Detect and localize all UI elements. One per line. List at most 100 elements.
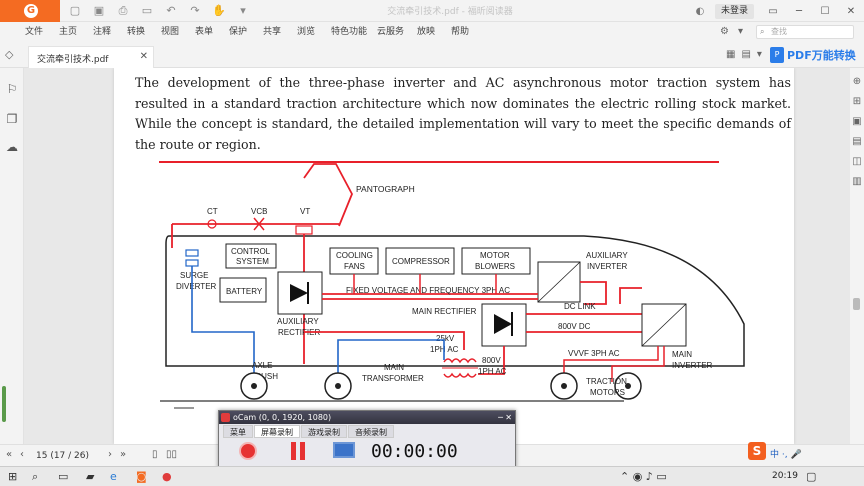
menu-view[interactable]: 视图 [161,27,180,37]
ocam-close-icon[interactable]: ✕ [505,413,512,422]
page-paragraph: The development of the three-phase inver… [135,75,791,152]
ie-browser-icon[interactable]: e [110,470,117,483]
document-viewport[interactable]: The development of the three-phase inver… [24,68,850,444]
window-title: 交流牵引技术.pdf - 福昕阅读器 [387,7,513,17]
sogou-ime-icon[interactable]: S [748,442,766,460]
menu-share[interactable]: 共享 [263,27,282,37]
minimize-icon[interactable]: ─ [795,5,803,17]
label-fixed-voltage: FIXED VOLTAGE AND FREQUENCY 3PH AC [346,286,510,295]
windows-start-icon[interactable]: ⊞ [8,470,18,483]
dc-link-up [619,287,642,304]
motor-blowers-box [461,247,531,275]
ocam-taskbar-icon[interactable]: ● [162,470,172,483]
wheel-2-hub [335,383,341,389]
pages-icon[interactable]: ❐ [6,112,18,126]
label-control-2: SYSTEM [236,257,269,266]
task-view-icon[interactable]: ▭ [58,470,69,483]
tile-view-icon[interactable]: ▤ [741,49,751,60]
label-battery: BATTERY [226,287,263,296]
menu-comment[interactable]: 注释 [93,27,112,37]
find-settings-icon[interactable]: ⚙ [720,26,729,37]
search-input[interactable]: ⌕ 查找 [756,25,854,39]
transformer-secondary [443,372,477,378]
sidebar-handle[interactable] [2,386,6,422]
last-page-icon[interactable]: » [120,449,127,460]
hand-tool-icon[interactable]: ✋ [212,4,226,17]
print-icon[interactable]: ⎙ [118,4,128,17]
single-page-icon[interactable]: ▯ [152,449,158,460]
notification-icon[interactable]: ▢ [806,470,817,483]
label-v800-1: 800V [482,356,501,365]
label-control-1: CONTROL [231,247,271,256]
taskbar-clock[interactable]: 20:19 [772,471,798,481]
vertical-scrollbar[interactable] [850,68,864,444]
tray-icons[interactable]: ⌃ ◉ ♪ ▭ [620,470,667,483]
label-aux-rect-2: RECTIFIER [278,328,320,337]
pause-button[interactable] [289,442,307,460]
menu-help[interactable]: 帮助 [451,27,470,37]
close-icon[interactable]: ✕ [846,5,856,17]
menu-home[interactable]: 主页 [59,27,78,37]
ocam-tab-audio[interactable]: 音频录制 [348,425,394,438]
label-aux-inv-1: AUXILIARY [586,251,628,260]
file-explorer-icon[interactable]: ▰ [86,470,95,483]
screen-size-button[interactable] [333,442,355,458]
tool-1-icon[interactable]: ⊕ [852,76,862,87]
restore-ribbon-icon[interactable]: ▭ [768,5,778,17]
search-taskbar-icon[interactable]: ⌕ [32,470,39,483]
label-aux-inv-2: INVERTER [587,262,628,271]
ime-status[interactable]: 中 ·, 🎤 [770,450,802,460]
edit-icon[interactable]: ◇ [5,48,14,61]
ocam-tab-game[interactable]: 游戏录制 [301,425,347,438]
record-button[interactable] [239,442,257,460]
bookmark-icon[interactable]: ⚐ [6,82,18,96]
scrollbar-thumb[interactable] [853,298,860,310]
customize-icon[interactable]: ▾ [240,4,246,17]
app-logo[interactable]: G [0,0,60,22]
tool-6-icon[interactable]: ▥ [852,176,862,187]
label-motor-2: BLOWERS [475,262,515,271]
tool-2-icon[interactable]: ⊞ [852,96,862,107]
traction-diagram: PANTOGRAPH CT VCB VT [159,161,745,409]
save-icon[interactable]: ▣ [93,4,105,17]
ocam-tab-menu[interactable]: 菜单 [223,425,253,438]
menu-slideshow[interactable]: 放映 [417,27,436,37]
foxit-taskbar-icon[interactable]: ◙ [136,470,147,483]
menu-bar: 文件 主页 注释 转换 视图 表单 保护 共享 浏览 特色功能 云服务 放映 帮… [0,22,864,42]
ocam-window[interactable]: oCam (0, 0, 1920, 1080) ─ ✕ 菜单 屏幕录制 游戏录制… [218,410,516,472]
undo-icon[interactable]: ↶ [166,4,176,17]
login-button[interactable]: 未登录 [714,3,754,19]
menu-features[interactable]: 特色功能 [331,27,368,37]
menu-form[interactable]: 表单 [195,27,214,37]
ocam-tab-screen[interactable]: 屏幕录制 [254,425,300,438]
menu-cloud[interactable]: 云服务 [377,27,405,37]
document-tab[interactable]: 交流牵引技术.pdf ✕ [28,46,154,68]
ocam-minimize-icon[interactable]: ─ [498,413,503,422]
tool-5-icon[interactable]: ◫ [852,156,862,167]
dropdown-icon[interactable]: ▾ [738,26,744,37]
open-icon[interactable]: ▢ [69,4,81,17]
maximize-icon[interactable]: ☐ [820,5,830,17]
menu-convert[interactable]: 转换 [127,27,146,37]
dual-page-icon[interactable]: ▯▯ [166,449,178,460]
ocam-titlebar[interactable]: oCam (0, 0, 1920, 1080) ─ ✕ [219,411,515,424]
tool-3-icon[interactable]: ▣ [852,116,862,127]
menu-browse[interactable]: 浏览 [297,27,316,37]
redo-icon[interactable]: ↷ [190,4,200,17]
new-icon[interactable]: ▭ [141,4,153,17]
comments-icon[interactable]: ☁ [6,140,18,154]
prev-page-icon[interactable]: ‹ [20,449,24,460]
menu-file[interactable]: 文件 [25,27,44,37]
page-number-input[interactable]: 15 (17 / 26) [36,451,89,461]
tool-4-icon[interactable]: ▤ [852,136,862,147]
next-page-icon[interactable]: › [108,449,112,460]
tab-bar: ◇ 交流牵引技术.pdf ✕ [0,42,864,68]
menu-protect[interactable]: 保护 [229,27,248,37]
more-icon[interactable]: ▾ [756,49,762,60]
tab-close-icon[interactable]: ✕ [139,51,148,62]
label-cooling-1: COOLING [336,251,373,260]
skin-icon[interactable]: ◐ [695,5,705,17]
first-page-icon[interactable]: « [6,449,13,460]
grid-view-icon[interactable]: ▦ [726,49,736,60]
pdf-convert-button[interactable]: P PDF万能转换 [770,45,864,65]
